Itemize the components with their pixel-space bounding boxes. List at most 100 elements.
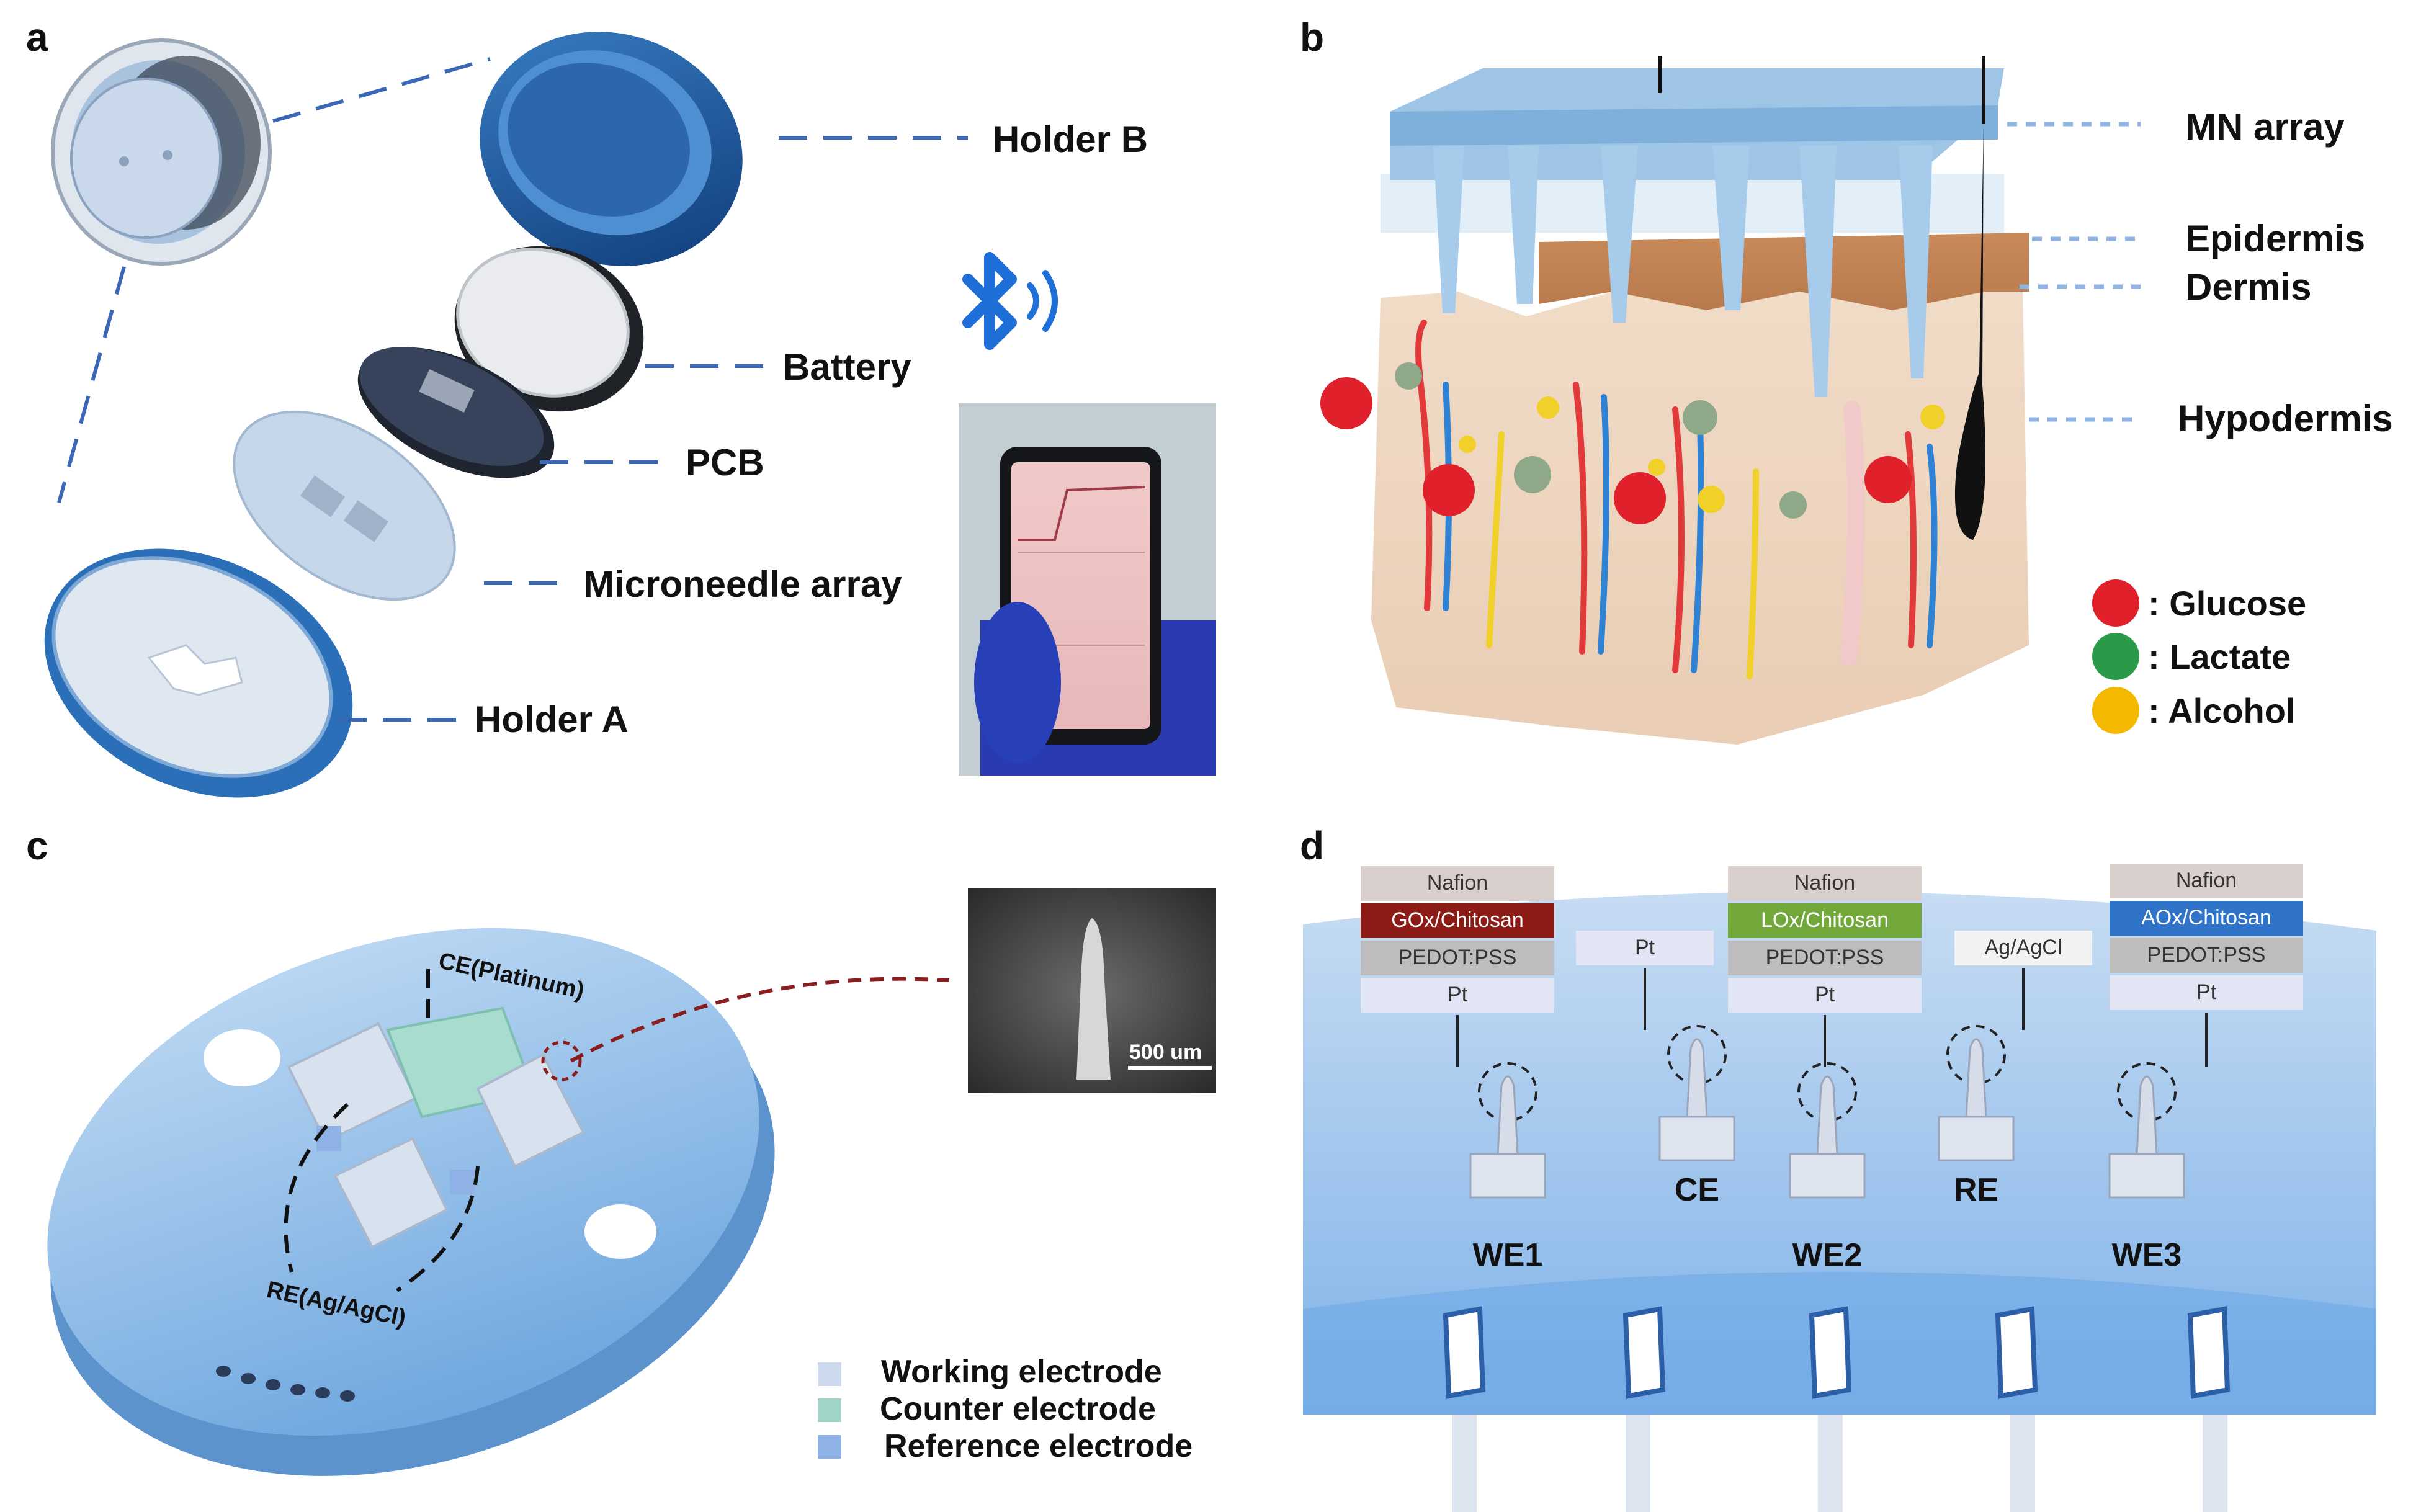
smartphone-photo [959, 403, 1216, 776]
needle-we3 [2136, 1075, 2158, 1155]
layer-we3-0 [2110, 864, 2303, 898]
sem-scale-bar-label: 500 um [1129, 1040, 1202, 1064]
counter-electrode-swatch [818, 1398, 841, 1422]
layer-label-we3-1: AOx/Chitosan [2141, 906, 2271, 929]
socket-we1 [1443, 1306, 1486, 1399]
layer-label-ce-0: Pt [1635, 936, 1655, 959]
panel-c: c [26, 823, 1216, 1476]
panel-d: d NafionGOx/ChitosanPEDOT:PSSPtWE1PtCENa… [1300, 823, 2376, 1512]
epidermis-label: Epidermis [2185, 218, 2365, 259]
electrode-label-we2: WE2 [1792, 1237, 1863, 1273]
panel-a-letter: a [26, 15, 48, 60]
layer-we3-3 [2110, 975, 2303, 1010]
panel-a-leader-lines [57, 57, 968, 722]
reference-electrode-swatch [818, 1435, 841, 1459]
layer-we2-3 [1728, 978, 1922, 1013]
layer-label-we2-2: PEDOT:PSS [1766, 946, 1884, 969]
panel-b: b [1300, 15, 2393, 745]
layer-label-we2-1: LOx/Chitosan [1761, 908, 1889, 932]
sem-highlight-circle [541, 1040, 582, 1081]
needle-re [1965, 1038, 1987, 1118]
glucose-legend-dot [2092, 579, 2139, 627]
lactate-legend-dot [2092, 633, 2139, 680]
layer-label-we3-3: Pt [2196, 980, 2217, 1004]
working-electrode-swatch [818, 1362, 841, 1386]
layer-we3-2 [2110, 938, 2303, 973]
layer-we1-0 [1361, 866, 1554, 901]
layer-label-we3-0: Nafion [2176, 869, 2237, 892]
pcb-image [357, 347, 555, 478]
layer-label-re-0: Ag/AgCl [1985, 936, 2062, 959]
electrode-label-re: RE [1954, 1172, 1998, 1208]
working-electrode-label: Working electrode [881, 1354, 1162, 1390]
electrode-layer-stacks: NafionGOx/ChitosanPEDOT:PSSPtWE1PtCENafi… [1361, 864, 2303, 1399]
needle-base-we3 [2108, 1153, 2185, 1199]
electrode-label-we1: WE1 [1473, 1237, 1543, 1273]
skin-tissue-illustration [1320, 56, 2029, 745]
socket-ce [1622, 1306, 1666, 1399]
panel-a: a [26, 15, 1216, 798]
holder-a-label: Holder A [475, 699, 629, 740]
mn-array-label: MN array [2185, 106, 2345, 148]
pcb-label: PCB [686, 442, 764, 483]
reference-electrode-label: Reference electrode [884, 1428, 1193, 1464]
socket-we2 [1809, 1306, 1852, 1399]
holder-a-image [44, 548, 353, 798]
alcohol-legend-dot [2092, 687, 2139, 734]
layer-we3-1 [2110, 901, 2303, 936]
layer-re-0 [1954, 931, 2092, 965]
panel-c-arrows [284, 968, 480, 1292]
needle-ce [1686, 1038, 1708, 1118]
layer-label-we3-2: PEDOT:PSS [2147, 943, 2266, 967]
layer-we1-1 [1361, 903, 1554, 938]
layer-ce-0 [1576, 931, 1714, 965]
hypodermis-label: Hypodermis [2178, 398, 2393, 439]
layer-we1-2 [1361, 941, 1554, 975]
electrode-label-ce: CE [1675, 1172, 1719, 1208]
microneedle-array-image [233, 410, 456, 601]
sem-connector-arrow [570, 977, 950, 1063]
assembled-device-image [51, 38, 272, 266]
layer-label-we2-0: Nafion [1794, 871, 1855, 895]
layer-we2-0 [1728, 866, 1922, 901]
glucose-legend-label: : Glucose [2148, 584, 2306, 623]
lactate-legend-label: : Lactate [2148, 637, 2291, 676]
microneedle-array-label: Microneedle array [583, 563, 902, 605]
panel-b-leader-lines [2007, 122, 2141, 422]
alcohol-legend-label: : Alcohol [2148, 691, 2295, 730]
panel-b-letter: b [1300, 15, 1324, 60]
holder-b-label: Holder B [993, 119, 1148, 160]
panel-b-legend: : Glucose : Lactate : Alcohol [2092, 579, 2306, 734]
layer-label-we1-2: PEDOT:PSS [1398, 946, 1517, 969]
layer-label-we1-1: GOx/Chitosan [1391, 908, 1524, 932]
sem-image: 500 um [968, 888, 1216, 1093]
needle-base-re [1938, 1116, 2015, 1161]
counter-electrode-label: Counter electrode [880, 1391, 1156, 1427]
electrode-label-we3: WE3 [2112, 1237, 2182, 1273]
electrode-substrate-disc [47, 928, 775, 1476]
panel-c-letter: c [26, 823, 48, 868]
layer-label-we2-3: Pt [1815, 983, 1835, 1006]
panel-c-legend: Working electrode Counter electrode Refe… [818, 1354, 1193, 1464]
dermis-label: Dermis [2185, 266, 2311, 308]
layer-label-we1-3: Pt [1448, 983, 1468, 1006]
layer-we1-3 [1361, 978, 1554, 1013]
needle-base-ce [1658, 1116, 1735, 1161]
bluetooth-icon [962, 252, 1058, 350]
needle-base-we1 [1469, 1153, 1546, 1199]
layer-label-we1-0: Nafion [1427, 871, 1488, 895]
layer-we2-1 [1728, 903, 1922, 938]
layer-we2-2 [1728, 941, 1922, 975]
needle-we2 [1816, 1075, 1838, 1155]
holder-b-image [480, 32, 743, 266]
battery-label: Battery [783, 346, 911, 388]
battery-image [454, 246, 644, 412]
panel-d-letter: d [1300, 823, 1324, 868]
socket-we3 [2187, 1306, 2231, 1399]
